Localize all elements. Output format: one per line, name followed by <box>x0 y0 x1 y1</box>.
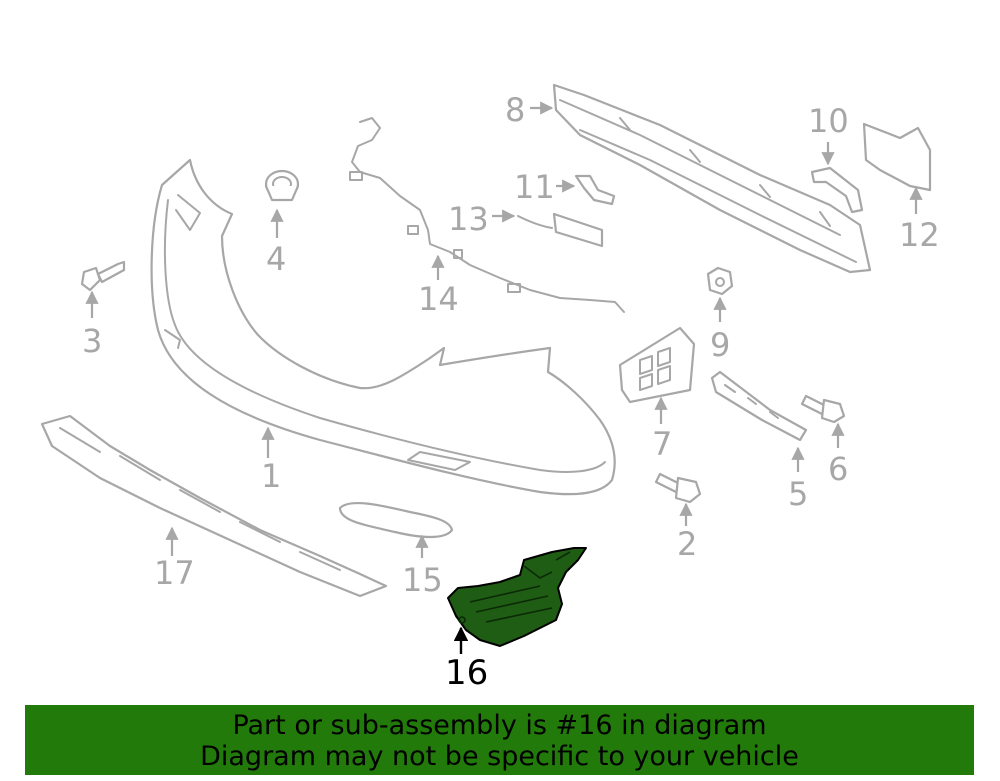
callout-13: 13 <box>448 200 489 238</box>
part-14-harness <box>349 117 625 313</box>
callout-7: 7 <box>652 425 672 463</box>
part-10-bracket <box>810 166 864 214</box>
part-8-reinforcement <box>552 83 872 274</box>
part-3-clip <box>80 260 126 292</box>
part-11-bracket <box>574 174 616 206</box>
callout-6: 6 <box>828 450 848 488</box>
part-1-bumper-cover <box>150 158 616 496</box>
part-6-bolt <box>800 394 846 424</box>
callout-17: 17 <box>154 554 195 592</box>
part-16-under-cover <box>447 547 587 647</box>
callout-3: 3 <box>82 322 102 360</box>
part-13-sensor <box>517 212 604 248</box>
banner-line-1: Part or sub-assembly is #16 in diagram <box>232 710 767 741</box>
part-17-lower-trim <box>40 414 388 598</box>
part-12-bracket <box>862 122 932 192</box>
info-banner: Part or sub-assembly is #16 in diagram D… <box>25 705 974 775</box>
callout-1: 1 <box>261 457 281 495</box>
callout-16: 16 <box>445 653 488 693</box>
callout-14: 14 <box>418 280 459 318</box>
banner-line-2: Diagram may not be specific to your vehi… <box>200 741 799 772</box>
part-2-bolt <box>654 472 702 504</box>
part-9-nut <box>706 266 734 296</box>
part-15-trim <box>338 501 454 539</box>
part-7-support <box>618 326 696 404</box>
part-5-bracket <box>710 370 808 442</box>
callout-2: 2 <box>677 525 697 563</box>
callout-11: 11 <box>514 168 555 206</box>
part-4-grommet <box>264 169 300 202</box>
callout-15: 15 <box>402 561 443 599</box>
callout-9: 9 <box>710 326 730 364</box>
callout-8: 8 <box>505 91 525 129</box>
callout-10: 10 <box>808 102 849 140</box>
callout-4: 4 <box>266 240 286 278</box>
callout-12: 12 <box>899 216 940 254</box>
callout-5: 5 <box>788 475 808 513</box>
